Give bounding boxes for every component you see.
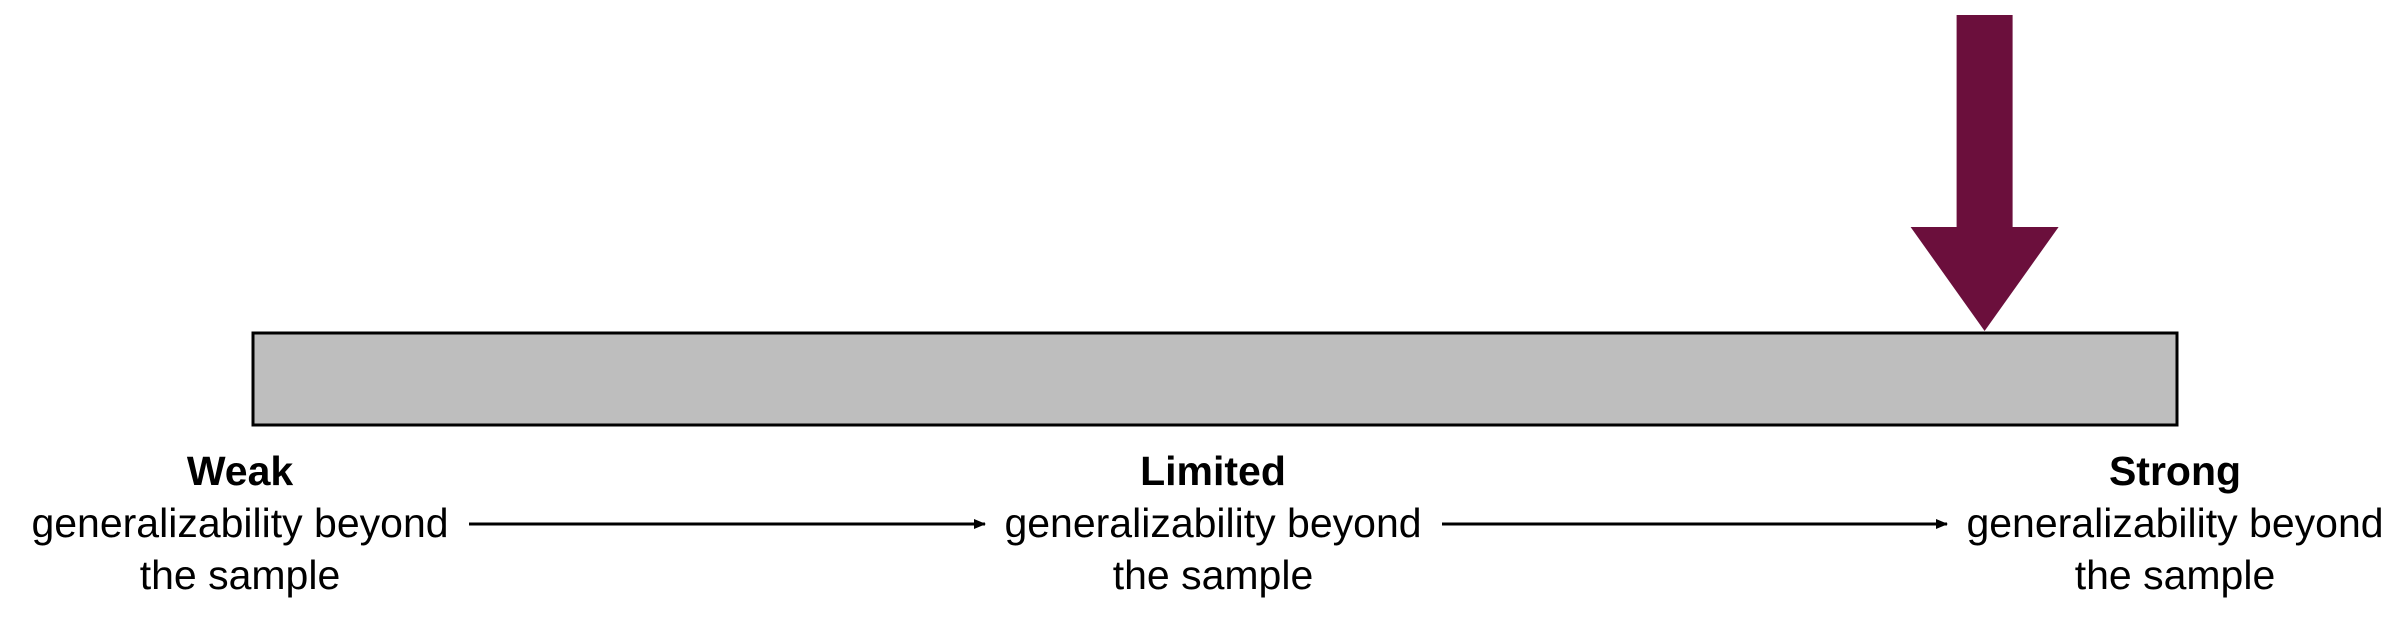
scale-title-weak: Weak: [186, 448, 294, 494]
scale-bar: [251, 331, 2179, 427]
scale-title-limited: Limited: [1140, 448, 1286, 494]
scale-label-strong: Strong generalizability beyond the sampl…: [1945, 445, 2397, 601]
scale-desc-weak-line1: generalizability beyond: [31, 500, 449, 546]
scale-desc-limited-line1: generalizability beyond: [1004, 500, 1422, 546]
position-indicator-arrow: [1910, 15, 2059, 331]
scale-desc-strong-line1: generalizability beyond: [1966, 500, 2384, 546]
scale-desc-weak-line2: the sample: [139, 552, 341, 598]
indicator-shaft: [1956, 15, 2013, 229]
scale-title-strong: Strong: [2108, 448, 2242, 494]
scale-label-limited: Limited generalizability beyond the samp…: [983, 445, 1443, 601]
scale-desc-strong-line2: the sample: [2074, 552, 2276, 598]
scale-desc-limited-line2: the sample: [1112, 552, 1314, 598]
scale-label-weak: Weak generalizability beyond the sample: [10, 445, 470, 601]
indicator-head: [1910, 227, 2059, 331]
